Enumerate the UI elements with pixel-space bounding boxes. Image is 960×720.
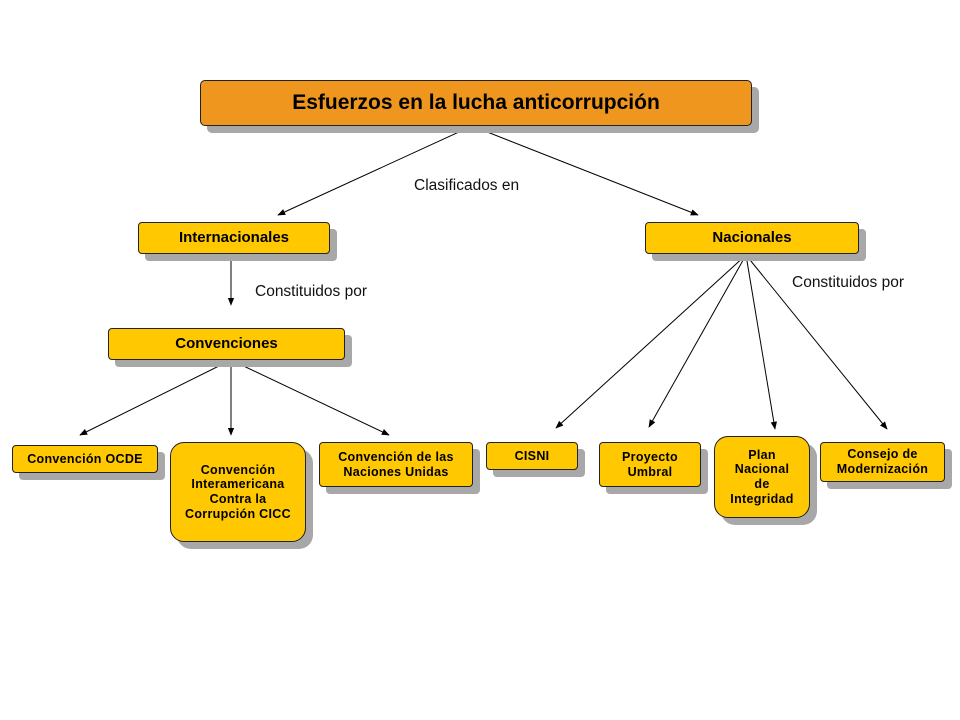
arrow-nacionales-to-cisni [555,254,747,429]
arrow-convenciones-to-onu [230,359,390,436]
plan-nacional-integridad-node[interactable]: Plan Nacional de Integridad [714,436,810,518]
cisni-node[interactable]: CISNI [486,442,578,470]
link-label-internacionales: Constituidos por [255,283,368,300]
convenciones-node[interactable]: Convenciones [108,328,345,360]
proyecto-umbral-node[interactable]: Proyecto Umbral [599,442,701,487]
convencion-ocde-node[interactable]: Convención OCDE [12,445,158,473]
convencion-cicc-node[interactable]: Convención Interamericana Contra la Corr… [170,442,306,542]
consejo-modernizacion-node[interactable]: Consejo de Modernización [820,442,945,482]
arrow-nacionales-to-consejo [745,254,888,430]
link-label-classified: Clasificados en [414,177,520,194]
arrow-nacionales-to-umbral [648,254,747,428]
arrow-nacionales-to-plan [745,254,777,430]
arrow-root-to-nacionales [471,125,699,216]
link-label-nacionales: Constituidos por [792,274,905,291]
arrow-convenciones-to-ocde [79,359,232,436]
nacionales-node[interactable]: Nacionales [645,222,859,254]
root-node[interactable]: Esfuerzos en la lucha anticorrupción [200,80,752,126]
internacionales-node[interactable]: Internacionales [138,222,330,254]
convencion-onu-node[interactable]: Convención de las Naciones Unidas [319,442,473,487]
arrow-root-to-internacionales [277,125,473,216]
